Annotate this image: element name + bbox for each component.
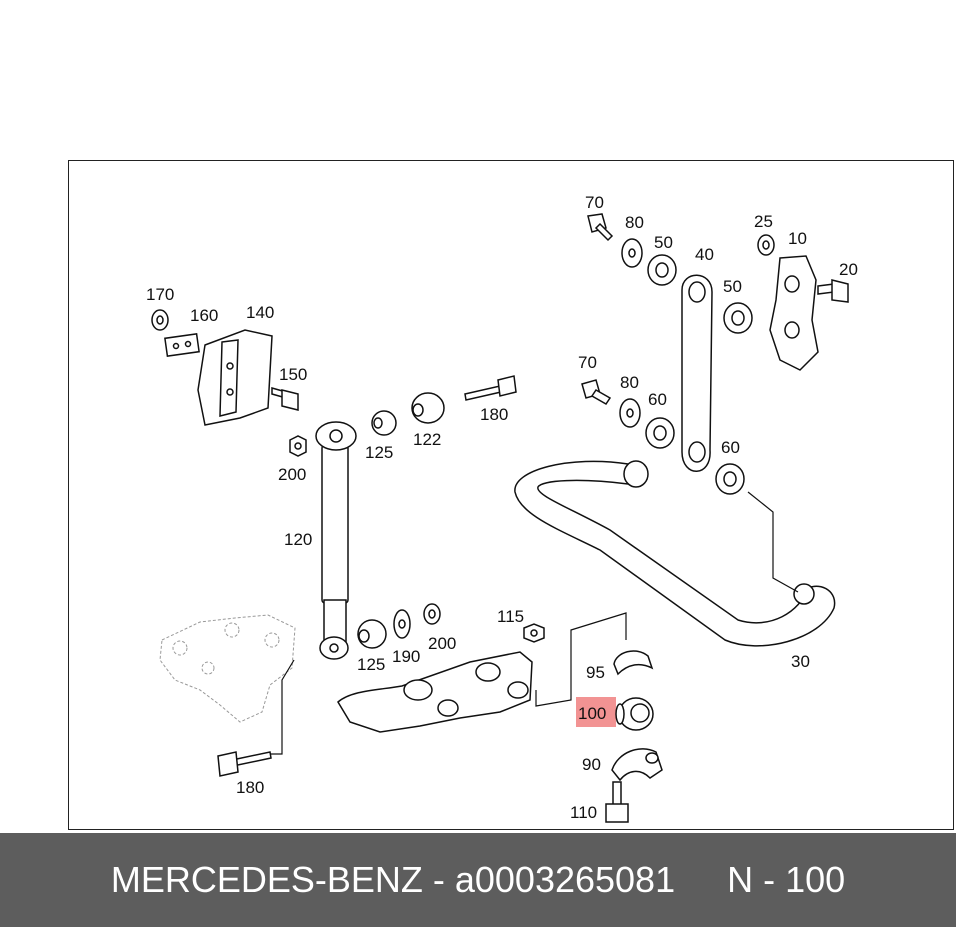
highlight-box: [576, 697, 616, 727]
nut-200-upper: [289, 435, 307, 457]
callout-110: 110: [570, 803, 597, 822]
chassis-bracket-ghost: [159, 614, 296, 723]
callout-115: 115: [497, 607, 524, 626]
bushing-50-left: [647, 254, 677, 286]
bolt-180-upper: [464, 375, 517, 401]
diagram-frame: [68, 160, 954, 830]
callout-30: 30: [791, 652, 810, 671]
washer-80-top: [621, 238, 643, 268]
bolt-70-top: [587, 213, 614, 242]
bushing-125-upper: [371, 410, 397, 436]
clamp-half-95: [613, 650, 654, 676]
callout-125-upper: 125: [365, 443, 393, 462]
nut-115: [523, 623, 545, 643]
mounting-bracket-140: [197, 329, 273, 426]
callout-180-upper: 180: [480, 405, 508, 424]
callout-50-left: 50: [654, 233, 673, 252]
callout-20: 20: [839, 260, 858, 279]
bracket-10: [769, 255, 819, 371]
footer-part-number: a0003265081: [454, 859, 676, 900]
washer-25: [757, 234, 775, 256]
bolt-110: [605, 781, 629, 823]
bolt-180-lower: [217, 751, 272, 777]
washer-80-middle: [619, 398, 641, 428]
callout-160: 160: [190, 306, 218, 325]
bushing-60-right: [715, 463, 745, 495]
callout-70-top: 70: [585, 193, 604, 212]
bolt-20: [817, 279, 849, 303]
callout-50-right: 50: [723, 277, 742, 296]
callout-10: 10: [788, 229, 807, 248]
callout-70-middle: 70: [578, 353, 597, 372]
callout-122: 122: [413, 430, 441, 449]
bushing-125-lower: [357, 619, 387, 649]
bushing-122: [411, 392, 445, 424]
callout-80-top: 80: [625, 213, 644, 232]
callout-90: 90: [582, 755, 601, 774]
callout-140: 140: [246, 303, 274, 322]
callout-95: 95: [586, 663, 605, 682]
callout-190: 190: [392, 647, 420, 666]
footer-separator: -: [422, 859, 455, 900]
footer-bar: MERCEDES-BENZ - a0003265081 N - 100: [0, 833, 956, 927]
callout-40: 40: [695, 245, 714, 264]
bushing-100[interactable]: [615, 697, 654, 731]
link-rod-40: [681, 274, 713, 472]
callout-170: 170: [146, 285, 174, 304]
callout-180-lower: 180: [236, 778, 264, 797]
clamp-90: [611, 748, 663, 782]
footer-brand: MERCEDES-BENZ: [110, 859, 423, 900]
callout-60-left: 60: [648, 390, 667, 409]
callout-100: 100: [578, 704, 606, 723]
shock-absorber-120: [315, 421, 357, 660]
callout-labels: 70 80 50 40 50 25 10 20 170 160 140 150 …: [146, 193, 858, 822]
callout-200-upper: 200: [278, 465, 306, 484]
control-arm: [337, 651, 533, 733]
shim-plate-160: [164, 333, 200, 357]
washer-170: [151, 309, 169, 331]
bolt-70-middle: [581, 379, 612, 405]
bolt-150: [271, 387, 299, 411]
parts-diagram: 70 80 50 40 50 25 10 20 170 160 140 150 …: [146, 193, 858, 823]
washer-190: [393, 609, 411, 639]
nut-200-lower: [423, 603, 441, 625]
callout-150: 150: [279, 365, 307, 384]
footer-position-ref: N - 100: [727, 859, 846, 900]
stabilizer-bar-30: [514, 460, 836, 647]
callout-125-lower: 125: [357, 655, 385, 674]
bushing-60-left: [645, 417, 675, 449]
callout-120: 120: [284, 530, 312, 549]
callout-80-middle: 80: [620, 373, 639, 392]
bushing-50-right: [723, 302, 753, 334]
callout-60-right: 60: [721, 438, 740, 457]
callout-25: 25: [754, 212, 773, 231]
callout-200-lower: 200: [428, 634, 456, 653]
